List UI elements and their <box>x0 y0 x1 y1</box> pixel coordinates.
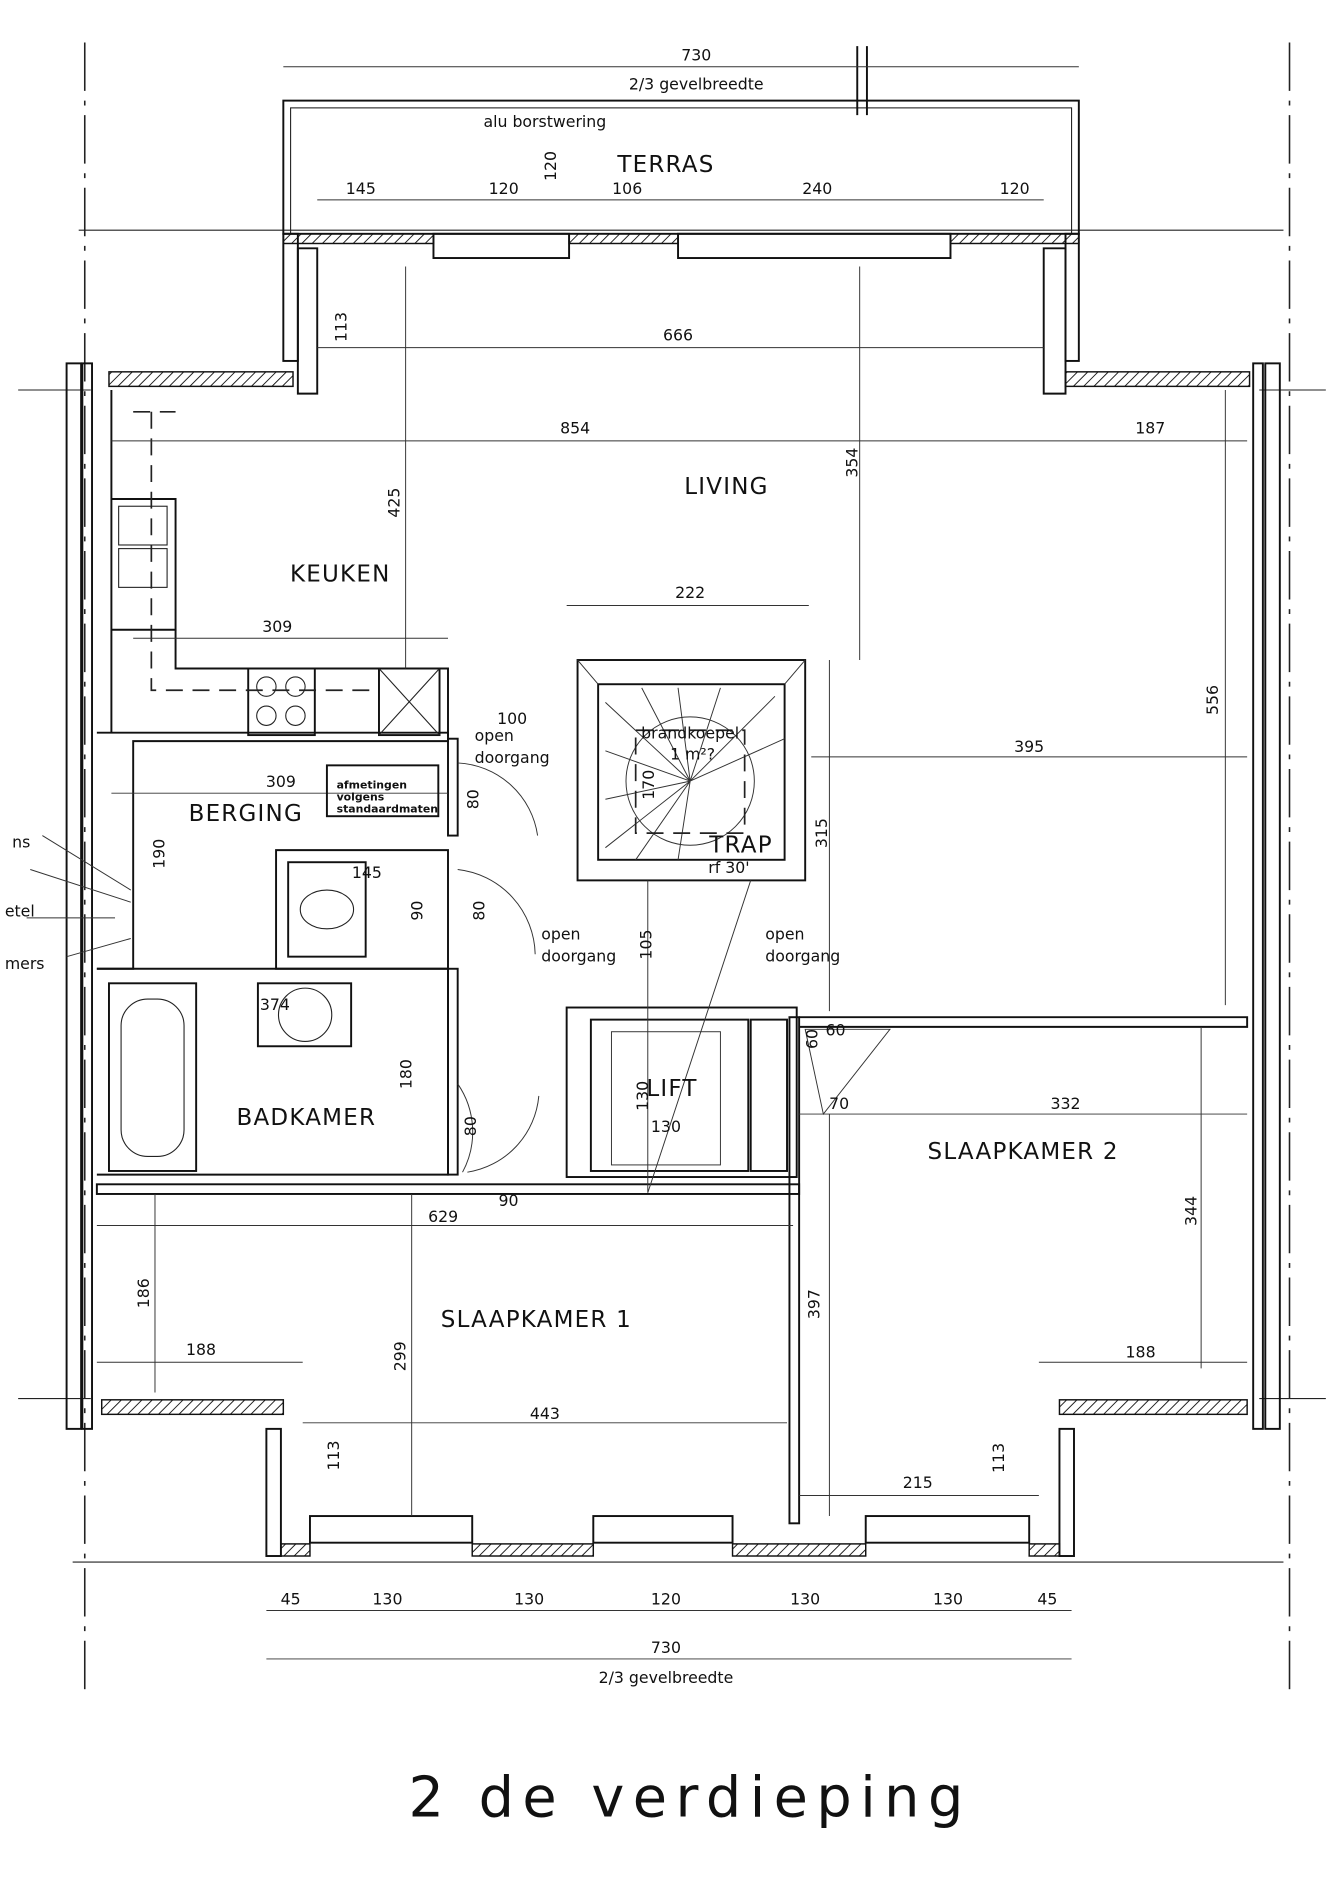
dim: 80 <box>463 789 482 809</box>
dim: 315 <box>812 818 831 848</box>
dim: 374 <box>260 995 290 1014</box>
room-label-lift: LIFT <box>646 1076 697 1102</box>
dim: 130 <box>633 1081 652 1111</box>
room-label-berging: BERGING <box>189 801 303 827</box>
bottom-dimension-labels: 45 130 130 120 130 130 45 730 2/3 gevelb… <box>281 1589 1058 1687</box>
trap-rf-label: rf 30' <box>708 858 749 877</box>
room-label-terras: TERRAS <box>616 152 714 178</box>
stair-treads <box>605 687 785 861</box>
dim: 344 <box>1181 1196 1200 1226</box>
afmetingen-note: afmetingen volgens standaardmaten <box>325 764 440 818</box>
dim: 130 <box>790 1589 820 1608</box>
exterior-walls <box>65 232 1281 1557</box>
room-label-keuken: KEUKEN <box>290 561 391 587</box>
dim: 556 <box>1203 685 1222 715</box>
dim: 130 <box>372 1589 402 1608</box>
dim: 113 <box>331 312 350 342</box>
dim: 215 <box>903 1473 933 1492</box>
bathroom-fixtures <box>108 889 355 1172</box>
dim: 240 <box>802 179 832 198</box>
dim: 120 <box>1000 179 1030 198</box>
dim: 130 <box>933 1589 963 1608</box>
bottom-gevel-label: 2/3 gevelbreedte <box>599 1668 734 1687</box>
dim: 222 <box>675 583 705 602</box>
page-title: 2 de verdieping <box>409 1765 972 1830</box>
dim: 105 <box>636 930 655 960</box>
dim: 60 <box>825 1020 845 1039</box>
room-label-slaapkamer-1: SLAAPKAMER 1 <box>441 1307 632 1333</box>
cut-label-2: etel <box>5 902 35 921</box>
dim: 629 <box>428 1207 458 1226</box>
door-swings <box>457 762 540 1173</box>
dim: 113 <box>989 1443 1008 1473</box>
top-gevel-label: 2/3 gevelbreedte <box>629 75 764 94</box>
dim: 45 <box>1037 1589 1057 1608</box>
open-doorgang-2-doorgang: doorgang <box>541 947 616 966</box>
dim: 60 <box>802 1029 821 1049</box>
dim: 299 <box>391 1341 410 1371</box>
dim: 80 <box>469 901 488 921</box>
dim: 666 <box>663 325 693 344</box>
top-width-label: 730 <box>681 46 711 65</box>
room-label-badkamer: BADKAMER <box>236 1105 376 1131</box>
dim: 186 <box>134 1278 153 1308</box>
dim: 145 <box>346 179 376 198</box>
open-doorgang-1-doorgang: doorgang <box>475 748 550 767</box>
dim: 80 <box>461 1116 480 1136</box>
cut-label-3: mers <box>5 954 45 973</box>
brandkoepel-label: brandkoepel <box>641 724 739 743</box>
room-label-living: LIVING <box>684 474 768 500</box>
dim: 70 <box>829 1094 849 1113</box>
svg-text:afmetingen: afmetingen <box>337 778 407 791</box>
dim: 190 <box>150 839 169 869</box>
dim: 90 <box>499 1191 519 1210</box>
dim: 188 <box>1126 1342 1156 1361</box>
dim: 120 <box>651 1589 681 1608</box>
dim: 309 <box>262 617 292 636</box>
interior-walls <box>95 659 1249 1525</box>
kitchen-fixtures <box>110 390 449 737</box>
svg-text:standaardmaten: standaardmaten <box>337 803 438 816</box>
dim: 145 <box>352 863 382 882</box>
dim: 106 <box>612 179 642 198</box>
dim: 187 <box>1135 419 1165 438</box>
dim: 854 <box>560 419 590 438</box>
dim: 45 <box>281 1589 301 1608</box>
dim: 130 <box>651 1117 681 1136</box>
dim: 443 <box>530 1404 560 1423</box>
dim: 332 <box>1050 1094 1080 1113</box>
dim: 397 <box>805 1289 824 1319</box>
borstwering-label: alu borstwering <box>483 112 606 131</box>
open-doorgang-1-open: open <box>475 726 514 745</box>
dim: 309 <box>266 772 296 791</box>
bottom-width-label: 730 <box>651 1638 681 1657</box>
room-label-slaapkamer-2: SLAAPKAMER 2 <box>928 1139 1119 1165</box>
dim: 100 <box>497 709 527 728</box>
axis-lines <box>18 42 1326 1696</box>
brandkoepel-size-label: 1 m²? <box>670 744 715 763</box>
dim: 120 <box>541 151 560 181</box>
dim: 354 <box>842 448 861 478</box>
dimension-lines <box>96 66 1248 1660</box>
dim: 130 <box>514 1589 544 1608</box>
dim: 395 <box>1014 737 1044 756</box>
dim: 180 <box>397 1059 416 1089</box>
open-doorgang-3-open: open <box>765 925 804 944</box>
dim: 170 <box>639 770 658 800</box>
dim: 188 <box>186 1340 216 1359</box>
cut-label-1: ns <box>12 833 30 852</box>
dim: 120 <box>489 179 519 198</box>
open-doorgang-2-open: open <box>541 925 580 944</box>
room-label-trap: TRAP <box>708 833 773 859</box>
open-doorgang-3-doorgang: doorgang <box>765 947 840 966</box>
dim: 425 <box>385 488 404 518</box>
dimension-labels: 145 120 120 106 240 120 113 666 854 187 … <box>134 151 1222 1492</box>
dim: 113 <box>324 1440 343 1470</box>
dim: 90 <box>408 901 427 921</box>
svg-text:volgens: volgens <box>337 790 385 803</box>
